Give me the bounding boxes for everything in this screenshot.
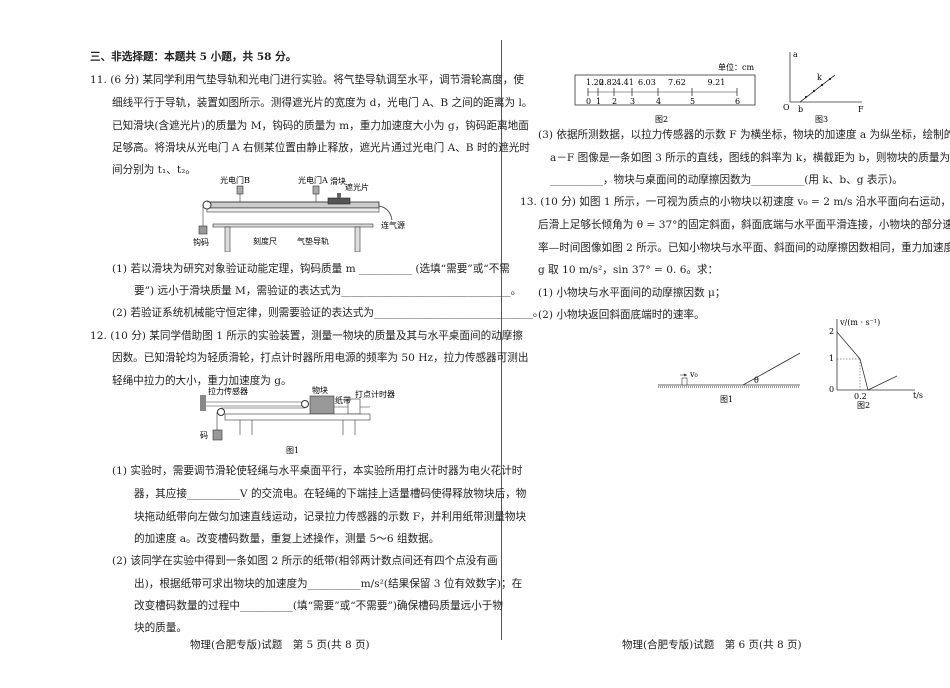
q11-sub2: (2) 若验证系统机械能守恒定律，则需要验证的表达式为_____________… [112,307,544,319]
y-tick: 0 [829,385,834,394]
tape-segment-length: 4.41 [616,78,634,87]
gate-a-label: 光电门A [298,175,328,185]
tape-point-label: 3 [630,97,635,106]
gate-b-label: 光电门B [220,175,250,185]
q11-line: 足够高。将滑块从光电门 A 右侧某位置由静止释放，遮光片通过光电门 A、B 时的… [112,142,530,154]
q11-line: 已知滑块(含遮光片)的质量为 M，钩码的质量为 m，重力加速度大小为 g，钩码距… [112,120,529,132]
q12-sub1: 器，其应接__________V 的交流电。在轻绳的下端挂上适量槽码使得释放物块… [134,488,527,500]
tape-segment-length: 2.82 [599,78,617,87]
track-label: 气垫导轨 [297,236,329,246]
q12-line: 因数。已知滑轮均为轻质滑轮，打点计时器所用电源的频率为 50 Hz，拉力传感器可… [112,352,529,364]
tape-point-label: 5 [690,97,695,106]
block-label: 物块 [312,385,328,395]
x-tick: 0.2 [854,392,867,401]
fig3-caption: 图3 [815,115,828,124]
weight-label: 钩码 [193,237,209,247]
vt-graph: v/(m · s⁻¹) 2 1 0 0.2 t/s 图2 [829,318,923,410]
t-axis-label: t/s [913,391,923,400]
timer-label: 打点计时器 [355,389,395,399]
q12-sub3: (3) 依据所测数据，以拉力传感器的示数 F 为横坐标，物块的加速度 a 为纵坐… [538,129,950,141]
tape-point-label: 2 [612,97,617,106]
q12-sub1: (1) 实验时，需要调节滑轮使轻绳与水平桌面平行，本实验所用打点计时器为电火花计… [112,465,523,477]
fig1-caption: 图1 [720,395,733,404]
q13-line: 率—时间图像如图 2 所示。已知小物块与水平面、斜面间的动摩擦因数相同，重力加速… [538,242,950,254]
q12-sub1: 的加速度 a。改变槽码数量，重复上述操作，测量 5～6 组数据。 [134,533,440,545]
tape-point-label: 4 [656,97,661,106]
tape-point-label: 0 [586,97,591,106]
theta-label: θ [754,376,759,385]
intercept-label: b [798,105,803,114]
q12-sub2: 出)，根据纸带可求出物块的加速度为__________m/s²(结果保留 3 位… [134,578,523,590]
q13-sub2: (2) 小物块返回斜面底端时的速率。 [538,309,705,321]
air-source-label: 连气源 [381,220,405,230]
q12-sub2: 改变槽码数量的过程中__________(填“需要”或“不需要”)确保槽码质量远… [134,600,503,612]
q12-line: 12. (10 分) 某同学借助图 1 所示的实验装置，测量一物块的质量及其与水… [90,330,523,342]
q13-line: g 取 10 m/s²，sin 37° = 0. 6。求： [538,264,719,276]
q11-sub1: (1) 若以滑块为研究对象验证动能定理，钩码质量 m __________ (选… [112,263,510,275]
fig2-caption: 图2 [655,115,668,124]
q13-sub1: (1) 小物块与水平面间的动摩擦因数 μ； [538,287,726,299]
q13-line: 13. (10 分) 如图 1 所示，一可视为质点的小物块以初速度 v₀ = 2… [520,196,950,208]
tape-point-label: 6 [735,97,740,106]
q12-sub2: 块的质量。 [134,622,187,634]
q11-line: 11. (6 分) 某同学利用气垫导轨和光电门进行实验。将气垫导轨调至水平，调节… [90,74,524,86]
q12-sub1: 块拖动纸带向左做匀加速直线运动，记录拉力传感器的示数 F，并利用纸带测量物块 [134,511,527,523]
figure-caption: 图1 [286,446,299,455]
q12-line: 轻绳中拉力的大小，重力加速度为 g。 [112,375,292,387]
v0-label: v₀ [689,370,698,379]
tape-segment-length: 6.03 [638,78,656,87]
right-footer: 物理(合肥专版)试题 第 6 页(共 8 页) [622,639,802,651]
a-F-graph: a F O b k 图3 [783,50,864,124]
scale-label: 刻度尺 [253,236,277,246]
q11-line: 间分别为 t₁、t₂。 [112,164,196,176]
q12-sub3: a－F 图像是一条如图 3 所示的直线，图线的斜率为 k，横截距为 b，则物块的… [550,152,950,164]
q12-sub3: __________，物块与桌面间的动摩擦因数为__________(用 k、b… [550,174,903,186]
q11-sub1: 要”) 远小于滑块质量 M，需验证的表达式为__________________… [134,285,522,297]
q11-line: 细线平行于导轨，装置如图所示。测得遮光片的宽度为 d，光电门 A、B 之间的距离… [112,97,533,109]
weights-label: 槽码 [200,430,208,440]
a-axis-label: a [793,50,798,59]
slider-label: 滑块 [330,176,346,186]
q12-sub2: (2) 该同学在实验中得到一条如图 2 所示的纸带(相邻两计数点间还有四个点没有… [112,555,498,567]
q13-line: 后滑上足够长倾角为 θ = 37°的固定斜面，斜面底端与水平面平滑连接，小物块的… [538,219,950,231]
sensor-label: 拉力传感器 [208,386,248,396]
left-footer: 物理(合肥专版)试题 第 5 页(共 8 页) [190,639,370,651]
air-track-figure: 光电门B 光电门A 滑块 遮光片 连气源 钩码 刻度尺 气垫导轨 [193,175,405,252]
v-axis-label: v/(m · s⁻¹) [839,318,880,327]
slope-label: k [817,73,822,82]
section-heading: 三、非选择题：本题共 5 小题，共 58 分。 [90,51,297,63]
friction-apparatus-figure: 拉力传感器 物块 纸带 打点计时器 槽码 图1 [200,385,395,455]
fig2-caption: 图2 [857,401,870,410]
tape-segment-length: 1.20 [586,78,604,87]
tape-point-label: 1 [596,97,601,106]
origin-label: O [783,103,790,112]
incline-figure: v₀ θ 图1 [658,352,800,404]
y-tick: 2 [829,327,834,336]
tape-label: 纸带 [335,395,351,405]
unit-label: 单位：cm [718,62,754,72]
page-divider [501,40,502,640]
y-tick: 1 [829,354,834,363]
tape-segment-length: 9.21 [708,78,726,87]
tape-segment-length: 7.62 [668,78,686,87]
F-axis-label: F [858,105,864,114]
shade-label: 遮光片 [345,182,369,192]
